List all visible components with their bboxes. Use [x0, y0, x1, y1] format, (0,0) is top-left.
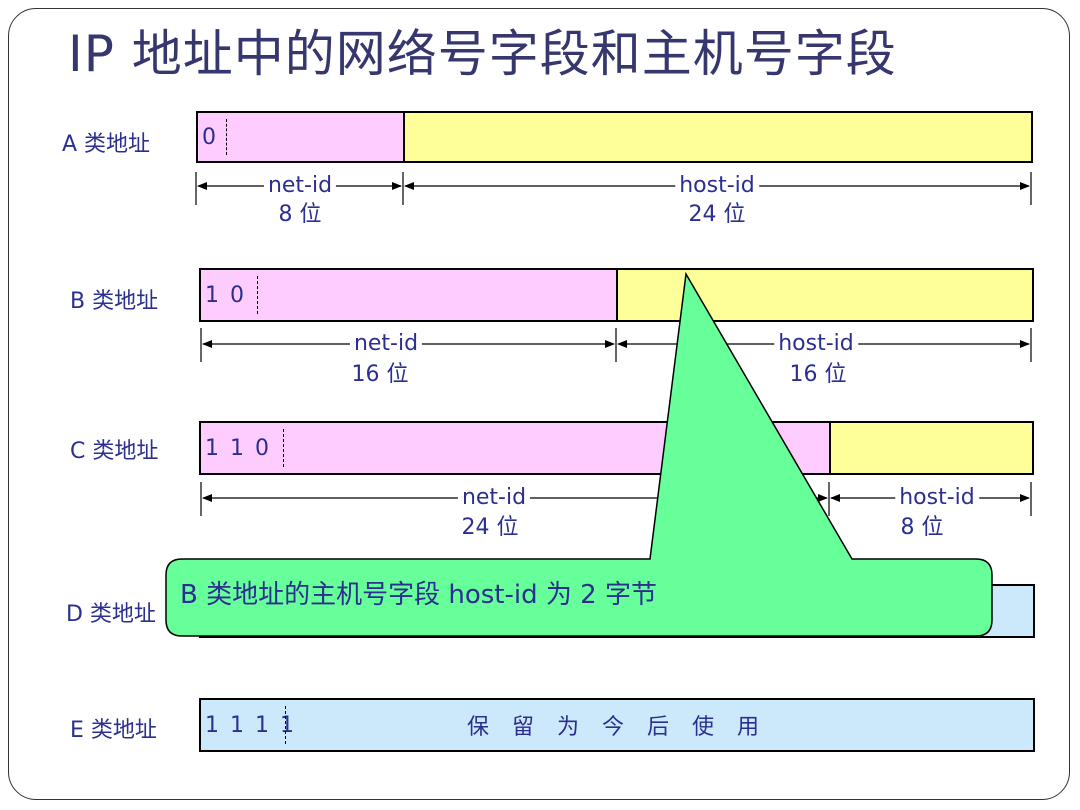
- class-e-bar: 1 1 1 1 保 留 为 今 后 使 用: [199, 698, 1035, 752]
- class-e-reserved-text: 保 留 为 今 后 使 用: [467, 715, 767, 740]
- class-c-divider: [829, 423, 831, 473]
- class-d-label: D 类地址: [66, 602, 156, 627]
- slide-title: IP 地址中的网络号字段和主机号字段: [68, 25, 897, 83]
- class-b-host-label: host-id: [774, 332, 858, 356]
- class-c-host-label: host-id: [895, 486, 979, 510]
- class-c-prefix-bits: 1 1 0: [205, 435, 271, 461]
- class-b-prefix-bits: 1 0: [205, 282, 246, 308]
- slide-frame: [8, 8, 1070, 800]
- class-a-host-bits: 24 位: [688, 202, 746, 227]
- class-e-label: E 类地址: [70, 718, 157, 743]
- class-e-prefix-bits: 1 1 1 1: [205, 712, 296, 738]
- class-b-label: B 类地址: [70, 289, 159, 314]
- callout-shape: [165, 271, 993, 637]
- class-a-label: A 类地址: [62, 132, 151, 157]
- class-a-prefix-dash: [226, 119, 227, 155]
- class-e-prefix-dash: [285, 706, 286, 744]
- class-a-host-label: host-id: [675, 174, 759, 198]
- class-c-host-segment: [831, 423, 1032, 473]
- class-b-net-segment: [201, 270, 618, 320]
- class-c-net-bits: 24 位: [461, 515, 519, 540]
- class-b-host-bits: 16 位: [789, 362, 847, 387]
- class-a-bar: 0: [196, 111, 1033, 163]
- class-c-prefix-dash: [283, 429, 284, 467]
- class-b-prefix-dash: [257, 276, 258, 314]
- class-a-host-segment: [405, 113, 1031, 161]
- class-a-net-label: net-id: [263, 174, 337, 198]
- class-b-net-label: net-id: [349, 332, 423, 356]
- class-b-net-bits: 16 位: [351, 362, 409, 387]
- class-a-divider: [403, 113, 405, 161]
- class-a-net-bits: 8 位: [278, 202, 322, 227]
- class-c-label: C 类地址: [70, 439, 159, 464]
- callout-text: B 类地址的主机号字段 host-id 为 2 字节: [180, 580, 657, 610]
- class-b-divider: [616, 270, 618, 320]
- class-a-net-segment: [198, 113, 405, 161]
- class-c-host-bits: 8 位: [900, 515, 944, 540]
- class-a-prefix-bits: 0: [202, 124, 218, 150]
- class-c-net-label: net-id: [457, 486, 531, 510]
